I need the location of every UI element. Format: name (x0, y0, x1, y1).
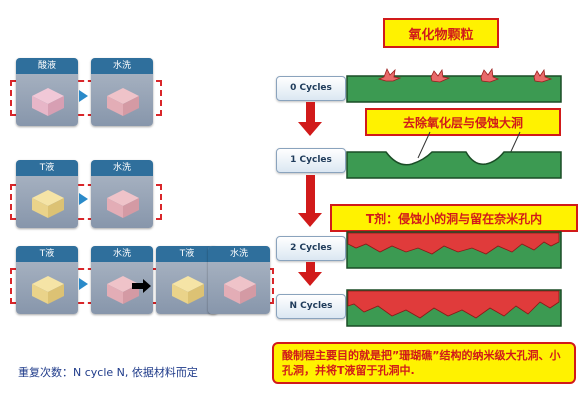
flow-arrow (79, 90, 88, 102)
block-acid: 酸液 (16, 58, 78, 126)
down-arrow-icon (298, 213, 322, 227)
cycle-label-2: 2 Cycles (276, 236, 346, 261)
down-arrow-shaft (306, 175, 315, 215)
cycle-label-0: 0 Cycles (276, 76, 346, 101)
callout-remove-text: 去除氧化层与侵蚀大洞 (402, 115, 523, 130)
cross-section-1 (346, 151, 562, 179)
block-rinse: 水洗 (91, 160, 153, 228)
cube-icon (107, 190, 139, 218)
down-arrow-shaft (306, 102, 315, 124)
block-rinse: 水洗 (208, 246, 270, 314)
block-t-agent: T液 (16, 160, 78, 228)
down-arrow-icon (298, 122, 322, 136)
cross-section-0 (346, 67, 562, 103)
block-label: T液 (16, 246, 78, 262)
callout-remove: 去除氧化层与侵蚀大洞 (365, 108, 561, 136)
cube-icon (172, 276, 204, 304)
cube-icon (107, 88, 139, 116)
block-label: 水洗 (208, 246, 270, 262)
block-t-agent: T液 (156, 246, 218, 314)
block-label: T液 (156, 246, 218, 262)
note-box-text: 酸制程主要目的就是把”珊瑚礁”结构的纳米级大孔洞、小孔洞，并将T液留于孔洞中. (282, 349, 561, 377)
callout-oxide: 氧化物颗粒 (383, 18, 499, 48)
block-t-agent: T液 (16, 246, 78, 314)
callout-t-agent: T剂：侵蚀小的洞与留在奈米孔内 (330, 204, 578, 232)
block-label: 水洗 (91, 160, 153, 176)
note-box: 酸制程主要目的就是把”珊瑚礁”结构的纳米级大孔洞、小孔洞，并将T液留于孔洞中. (272, 342, 576, 384)
cross-section-2 (346, 231, 562, 269)
cycle-label-n: N Cycles (276, 294, 346, 319)
cube-icon (32, 88, 64, 116)
flow-arrow (79, 193, 88, 205)
block-label: 水洗 (91, 246, 153, 262)
block-rinse: 水洗 (91, 246, 153, 314)
cube-icon (32, 190, 64, 218)
cycle-label-1: 1 Cycles (276, 148, 346, 173)
down-arrow-shaft (306, 262, 315, 274)
row1-dash-frame (10, 80, 162, 116)
block-label: T液 (16, 160, 78, 176)
cube-icon (224, 276, 256, 304)
cube-icon (32, 276, 64, 304)
cube-icon (107, 276, 139, 304)
callout-t-agent-text: T剂：侵蚀小的洞与留在奈米孔内 (365, 211, 543, 226)
row2-dash-frame (10, 184, 162, 220)
block-label: 酸液 (16, 58, 78, 74)
block-rinse: 水洗 (91, 58, 153, 126)
cross-section-n (346, 289, 562, 327)
down-arrow-icon (298, 272, 322, 286)
callout-oxide-text: 氧化物颗粒 (408, 27, 474, 43)
flow-arrow (79, 278, 88, 290)
repeat-arrow-icon (132, 279, 151, 293)
repeat-note: 重复次数：N cycle N, 依据材料而定 (18, 366, 198, 379)
block-label: 水洗 (91, 58, 153, 74)
